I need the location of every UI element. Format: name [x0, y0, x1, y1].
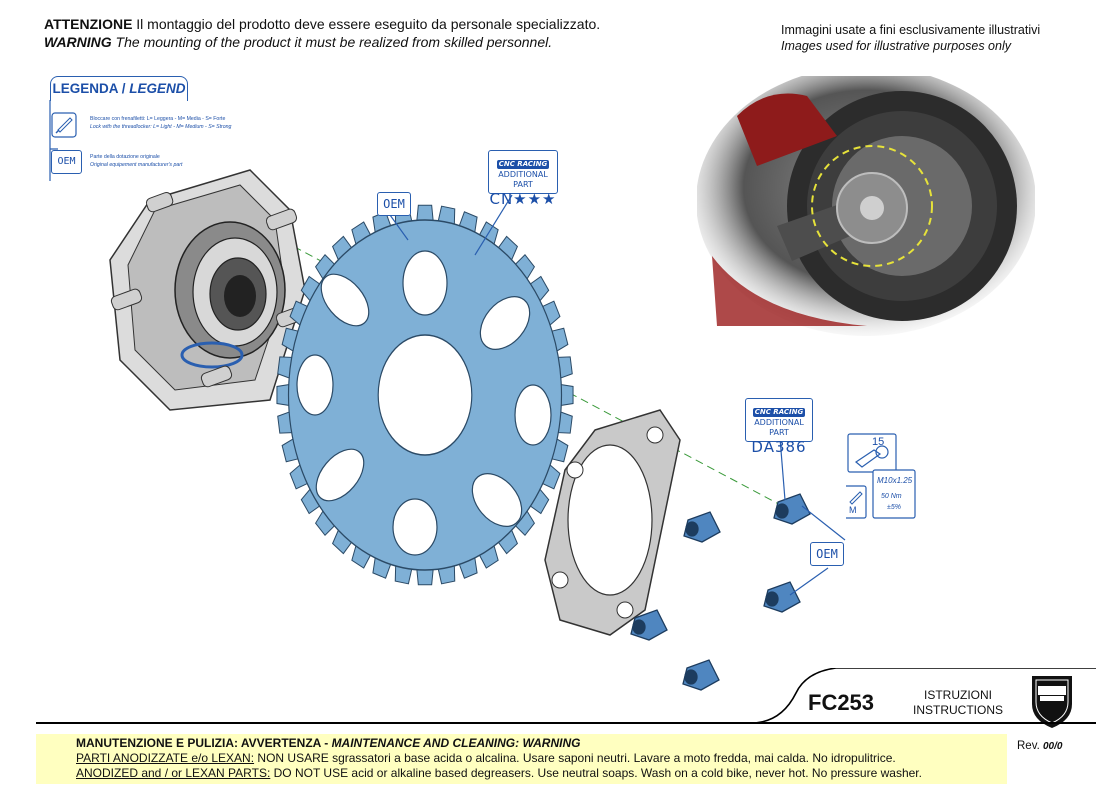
exploded-view-drawing — [109, 169, 846, 691]
brand-logo-small: CNC RACING — [496, 160, 550, 169]
motorcycle-photo — [697, 76, 1035, 336]
torque-callout-frame — [846, 433, 916, 519]
callout-oem-nuts: OEM — [810, 542, 844, 566]
callout-nut-part: CNC RACING ADDITIONAL PART DA386 — [745, 398, 813, 456]
carrier-plate — [544, 409, 681, 636]
maintenance-box — [36, 734, 1007, 784]
wheel-hub — [109, 169, 308, 411]
legend-title: LEGENDA / LEGEND — [50, 76, 188, 101]
warning-it-text: Il montaggio del prodotto deve essere es… — [132, 16, 601, 32]
legend-oem-it: Parte della dotazione originale — [90, 154, 160, 160]
legend-oem-box: OEM — [51, 150, 82, 174]
warning-it-label: ATTENZIONE — [44, 16, 133, 32]
flange-nuts — [630, 493, 811, 691]
revision: Rev. 00/0 — [1017, 740, 1063, 752]
warning-it: ATTENZIONE Il montaggio del prodotto dev… — [44, 16, 600, 33]
thread-spec: M10x1.25 — [877, 476, 913, 485]
legend-threadlocker-it: Bloccare con frenafiletti: L= Leggera - … — [90, 116, 226, 122]
images-note-en: Images used for illustrative purposes on… — [781, 39, 1011, 53]
additional-part-label: ADDITIONAL PART — [498, 170, 548, 189]
lock-grade: M — [849, 505, 857, 515]
maintenance-line-it: PARTI ANODIZZATE e/o LEXAN: NON USARE sg… — [76, 751, 896, 765]
sprocket — [276, 204, 574, 586]
callout-sprocket-part: CNC RACING ADDITIONAL PART CN★★★ — [488, 150, 558, 208]
torque-tolerance: ±5% — [887, 504, 901, 511]
images-note-it: Immagini usate a fini esclusivamente ill… — [781, 23, 1041, 37]
warning-en-text: The mounting of the product it must be r… — [111, 34, 553, 50]
legend-threadlocker-en: Lock with the threadlocker: L= Light - M… — [90, 124, 232, 130]
warning-en-label: WARNING — [44, 34, 112, 50]
instructions-label: INSTRUCTIONS — [913, 703, 1003, 717]
maintenance-line-en: ANODIZED and / or LEXAN PARTS: DO NOT US… — [76, 766, 922, 780]
nut-code: DA386 — [751, 438, 807, 456]
footer-divider — [36, 722, 1096, 724]
sprocket-code: CN★★★ — [489, 190, 557, 208]
istruzioni-label: ISTRUZIONI — [924, 688, 992, 702]
title-block-frame — [36, 668, 1096, 724]
torque-value: 50 Nm — [881, 493, 902, 500]
warning-en: WARNING The mounting of the product it m… — [44, 34, 552, 51]
product-code: FC253 — [808, 690, 875, 715]
legend-frame — [49, 100, 77, 181]
wrench-size: 15 — [872, 436, 885, 448]
callout-oem-hub: OEM — [377, 192, 411, 216]
maintenance-heading: MANUTENZIONE E PULIZIA: AVVERTENZA - MAI… — [76, 736, 581, 750]
legend-oem-en: Original equipement manufacturer's part — [90, 162, 183, 168]
